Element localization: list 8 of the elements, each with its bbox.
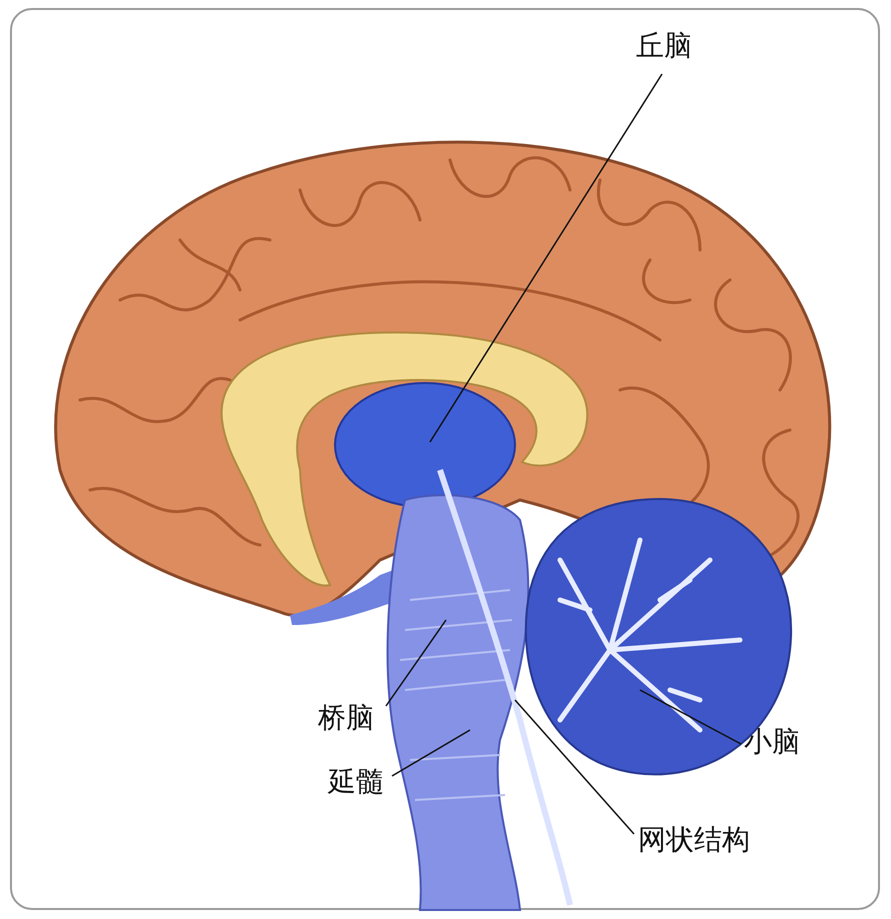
part-label: 网状结构 bbox=[638, 823, 750, 856]
part-label: 小脑 bbox=[744, 725, 800, 758]
leader-line bbox=[640, 689, 742, 745]
leader-line bbox=[514, 700, 635, 834]
part-label: 桥脑 bbox=[318, 701, 374, 734]
part-label: 丘脑 bbox=[636, 29, 692, 62]
leader-line bbox=[429, 74, 663, 442]
part-label: 延髓 bbox=[328, 765, 384, 798]
